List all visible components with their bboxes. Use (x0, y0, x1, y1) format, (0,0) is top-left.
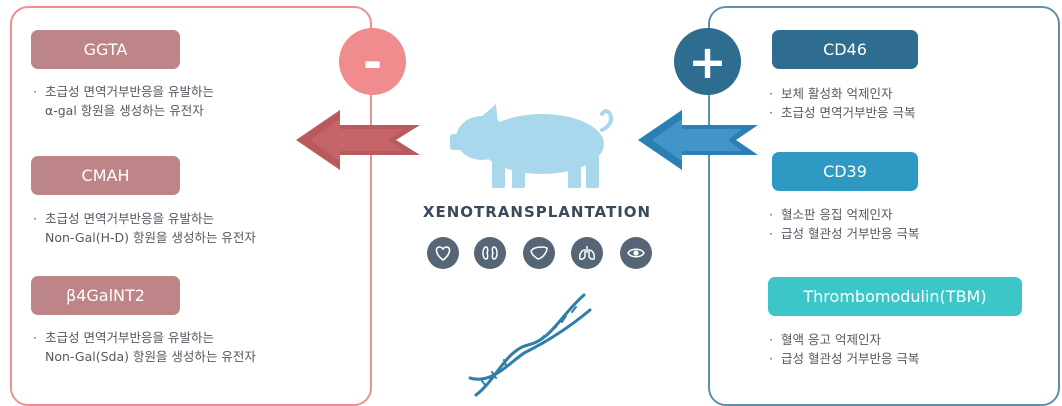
gene-desc-cmah: ·초급성 면역거부반응을 유발하는 Non-Gal(H-D) 항원을 생성하는 … (33, 209, 256, 247)
heart-icon (427, 237, 459, 269)
dna-helix-icon (466, 290, 596, 400)
diagram-title: XENOTRANSPLANTATION (412, 203, 662, 221)
gene-label-b4galnt2: β4GalNT2 (31, 276, 180, 315)
gene-desc-cd39: ·혈소판 응집 억제인자 ·급성 혈관성 거부반응 극복 (769, 205, 919, 243)
gene-label-cmah: CMAH (31, 156, 180, 195)
liver-icon (523, 237, 555, 269)
pig-icon (450, 98, 620, 190)
gene-desc-ggta: ·초급성 면역거부반응을 유발하는 α-gal 항원을 생성하는 유전자 (33, 82, 214, 120)
gene-desc-b4galnt2: ·초급성 면역거부반응을 유발하는 Non-Gal(Sda) 항원을 생성하는 … (33, 328, 256, 366)
plus-badge: + (674, 28, 741, 95)
gene-label-cd46: CD46 (772, 30, 918, 69)
gene-label-cd39: CD39 (772, 152, 918, 191)
gene-desc-tbm: ·혈액 응고 억제인자 ·급성 혈관성 거부반응 극복 (769, 330, 919, 368)
lungs-icon (571, 237, 603, 269)
gene-desc-cd46: ·보체 활성화 억제인자 ·초급성 면역거부반응 극복 (769, 84, 915, 122)
gene-label-tbm: Thrombomodulin(TBM) (768, 277, 1022, 316)
incoming-arrow-icon (638, 108, 758, 172)
gene-label-ggta: GGTA (31, 30, 180, 69)
eye-icon (620, 237, 652, 269)
left-arrow-icon (296, 108, 420, 172)
minus-badge: - (339, 28, 406, 95)
kidney-icon (474, 237, 506, 269)
